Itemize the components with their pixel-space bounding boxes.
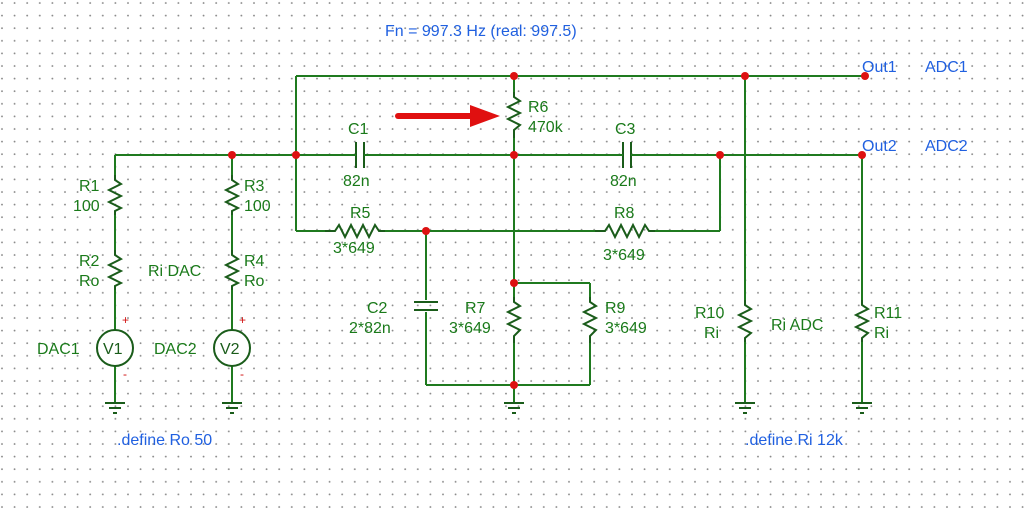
r10-value: Ri [704, 325, 719, 342]
r9-name: R9 [605, 300, 626, 317]
c3-value: 82n [610, 173, 637, 190]
resistor-r9[interactable] [581, 297, 599, 343]
ri-dac-label: Ri DAC [148, 263, 201, 280]
c1-value: 82n [343, 173, 370, 190]
resistor-r3[interactable] [223, 175, 241, 215]
v2-minus: - [240, 367, 244, 381]
net-label-out2: Out2 [862, 138, 897, 155]
voltage-source-v2[interactable]: V2 + - [213, 313, 251, 381]
net-label-adc1: ADC1 [925, 59, 968, 76]
ground-icon [105, 402, 125, 414]
v2-plus: + [239, 313, 246, 327]
net-label-adc2: ADC2 [925, 138, 968, 155]
capacitor-c1[interactable] [350, 142, 370, 168]
r7-value: 3*649 [449, 320, 491, 337]
r5-name: R5 [350, 205, 371, 222]
arrow-icon [395, 105, 500, 127]
resistor-r7[interactable] [505, 297, 523, 343]
c1-name: C1 [348, 121, 369, 138]
r4-name: R4 [244, 253, 265, 270]
v2-label: DAC2 [154, 341, 197, 358]
resistor-r8[interactable] [595, 222, 655, 240]
resistor-r1[interactable] [106, 175, 124, 215]
r2-name: R2 [79, 253, 100, 270]
define-ri-directive: .define Ri 12k [745, 432, 844, 449]
r4-value: Ro [244, 273, 265, 290]
r2-value: Ro [79, 273, 100, 290]
r1-value: 100 [73, 198, 100, 215]
r8-value: 3*649 [603, 247, 645, 264]
resistor-r11[interactable] [853, 300, 871, 342]
r5-value: 3*649 [333, 240, 375, 257]
r7-name: R7 [465, 300, 486, 317]
frequency-title: Fn = 997.3 Hz (real: 997.5) [385, 23, 577, 40]
v1-label: DAC1 [37, 341, 80, 358]
ground-symbols [105, 402, 872, 414]
r3-value: 100 [244, 198, 271, 215]
ri-adc-label: Ri ADC [771, 317, 823, 334]
resistor-r10[interactable] [736, 300, 754, 342]
ground-icon [852, 402, 872, 414]
c2-name: C2 [367, 300, 388, 317]
resistor-r2[interactable] [106, 250, 124, 290]
c3-name: C3 [615, 121, 636, 138]
r6-value: 470k [528, 119, 564, 136]
r6-name: R6 [528, 99, 549, 116]
resistor-r4[interactable] [223, 250, 241, 290]
ground-icon [735, 402, 755, 414]
r10-name: R10 [695, 305, 724, 322]
capacitor-c2[interactable] [414, 301, 438, 311]
r11-value: Ri [874, 325, 889, 342]
resistor-r5[interactable] [325, 222, 385, 240]
v1-minus: - [123, 367, 127, 381]
net-label-out1: Out1 [862, 59, 897, 76]
ground-icon [504, 402, 524, 414]
r1-name: R1 [79, 178, 100, 195]
c2-value: 2*82n [349, 320, 391, 337]
v1-name: V1 [103, 341, 123, 358]
capacitor-c3[interactable] [617, 142, 637, 168]
voltage-source-v1[interactable]: V1 + - [96, 313, 134, 381]
r3-name: R3 [244, 178, 265, 195]
define-ro-directive: .define Ro 50 [117, 432, 212, 449]
r8-name: R8 [614, 205, 635, 222]
v1-plus: + [122, 313, 129, 327]
ground-icon [222, 402, 242, 414]
r11-name: R11 [874, 305, 902, 322]
v2-name: V2 [220, 341, 240, 358]
r9-value: 3*649 [605, 320, 647, 337]
resistor-r6[interactable] [505, 92, 523, 138]
junctions [228, 72, 869, 389]
